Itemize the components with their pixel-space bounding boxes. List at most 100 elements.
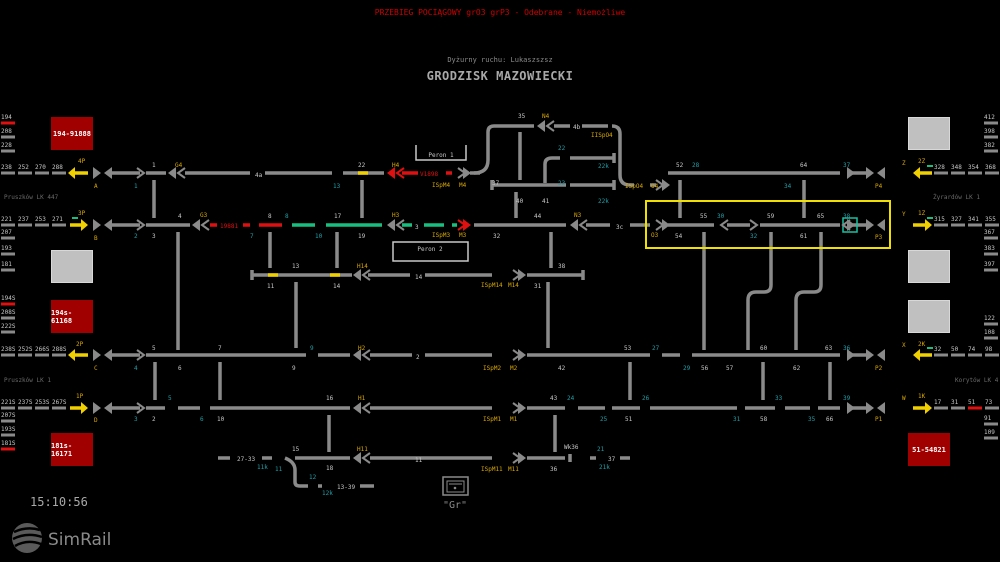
entry-arrows	[68, 165, 933, 414]
block-section-label: 194S	[1, 295, 16, 302]
block-section-label: 194	[1, 114, 12, 121]
point-label: 4	[134, 365, 138, 372]
section-label: 32	[493, 233, 501, 240]
section-label: 42	[558, 365, 566, 372]
point-label: 25	[600, 416, 608, 423]
point-label: 2	[134, 233, 138, 240]
point-label: 29	[683, 365, 691, 372]
track-label: Wk36	[564, 444, 579, 451]
signal-label: H14	[357, 263, 368, 270]
signal-marks	[93, 120, 885, 464]
train-box[interactable]: 51-54821	[908, 433, 950, 466]
block-section-label: 267S	[52, 399, 67, 406]
block-section-label: 383	[984, 245, 995, 252]
block-section-label: 354	[968, 164, 979, 171]
section-label: 52	[676, 162, 684, 169]
block-section-label: 237	[18, 216, 29, 223]
signal-label: M2	[510, 365, 518, 372]
track-label: 4b	[573, 124, 581, 131]
track-label: 14	[415, 274, 423, 281]
section-label: 1	[152, 162, 156, 169]
block-section-label: 328	[934, 164, 945, 171]
shunt-signal-label: ISpM4	[432, 182, 450, 189]
point-label: 3	[134, 416, 138, 423]
section-label: 57	[726, 365, 734, 372]
signal-label: Y	[902, 211, 906, 218]
point-label: 11	[275, 466, 283, 473]
signal-label: H11	[357, 446, 368, 453]
signal-label: M1	[510, 416, 518, 423]
block-section-label: 17	[934, 399, 942, 406]
empty-train-box[interactable]	[908, 117, 950, 150]
clock: 15:10:56	[30, 495, 88, 509]
track-row-11	[218, 454, 630, 488]
section-label: 16	[326, 395, 334, 402]
section-labels: 1432567891011131415161718192231323536373…	[134, 113, 851, 497]
block-section-label: 288	[52, 164, 63, 171]
section-label: 15	[292, 446, 300, 453]
status-message: PRZEBIEG POCIĄGOWY grO3 grP3 - Odebrane …	[374, 8, 626, 17]
platform-2: Peron 2	[392, 241, 469, 262]
gr-button[interactable]: "Gr"	[442, 476, 469, 511]
empty-train-box[interactable]	[908, 300, 950, 333]
section-label: 54	[675, 233, 683, 240]
point-label: 37	[843, 162, 851, 169]
train-box[interactable]: 194-91888	[51, 117, 93, 150]
block-section-label: 348	[951, 164, 962, 171]
empty-train-box[interactable]	[51, 250, 93, 283]
block-section-label: 382	[984, 142, 995, 149]
point-label: 30	[717, 213, 725, 220]
shunt-signal-label: ISpM3	[432, 232, 450, 239]
gr-button-label: "Gr"	[443, 500, 467, 511]
point-label: 22k	[598, 163, 609, 170]
point-label: 6	[200, 416, 204, 423]
track-label: 11	[415, 457, 423, 464]
section-label: 40	[516, 198, 524, 205]
point-label: 28	[692, 162, 700, 169]
point-label: 23	[558, 180, 566, 187]
block-section-label: 368	[985, 164, 996, 171]
empty-train-box[interactable]	[908, 250, 950, 283]
block-section-label: 193	[1, 245, 12, 252]
point-label: 39	[843, 395, 851, 402]
track-upper-bypass	[473, 124, 870, 190]
block-section-label: 109	[984, 429, 995, 436]
signal-label: H3	[392, 212, 400, 219]
train-box[interactable]: 194s-61168	[51, 300, 93, 333]
block-section-label: 108	[984, 329, 995, 336]
signal-label: P2	[875, 365, 883, 372]
point-label: 12	[309, 474, 317, 481]
point-label: 24	[567, 395, 575, 402]
shunt-signal-label: ISpM1	[483, 416, 501, 423]
block-section-label: 122	[984, 315, 995, 322]
signal-label: X	[902, 342, 906, 349]
point-label: 10	[315, 233, 323, 240]
block-section-label: 341	[968, 216, 979, 223]
block-section-label: 207S	[1, 412, 16, 419]
block-section-label: 181	[1, 261, 12, 268]
signal-label: O3	[651, 232, 659, 239]
block-section-label: 253S	[35, 399, 50, 406]
train-box[interactable]: 181s-16171	[51, 433, 93, 466]
signal-label: P4	[875, 183, 883, 190]
signal-label: 1Z	[918, 210, 926, 217]
point-label: 22	[558, 145, 566, 152]
signal-label: W	[902, 395, 906, 402]
block-section-label: 238	[1, 164, 12, 171]
track-label: 13-39	[337, 484, 355, 491]
block-section-label: 74	[968, 346, 976, 353]
line-name-label: Pruszków LK 447	[4, 194, 59, 201]
section-label: 13	[292, 263, 300, 270]
section-label: 64	[800, 162, 808, 169]
block-section-label: 228	[1, 142, 12, 149]
route-highlight-frame	[645, 200, 891, 249]
signal-label: M14	[508, 282, 519, 289]
signal-label: 1P	[76, 393, 84, 400]
block-section-label: 355	[985, 216, 996, 223]
signal-label: P1	[875, 416, 883, 423]
train-number-label: V1898	[420, 171, 438, 178]
track-label: 3	[415, 224, 419, 231]
point-label: 32	[750, 233, 758, 240]
point-label: 1	[134, 183, 138, 190]
section-label: 36	[550, 466, 558, 473]
